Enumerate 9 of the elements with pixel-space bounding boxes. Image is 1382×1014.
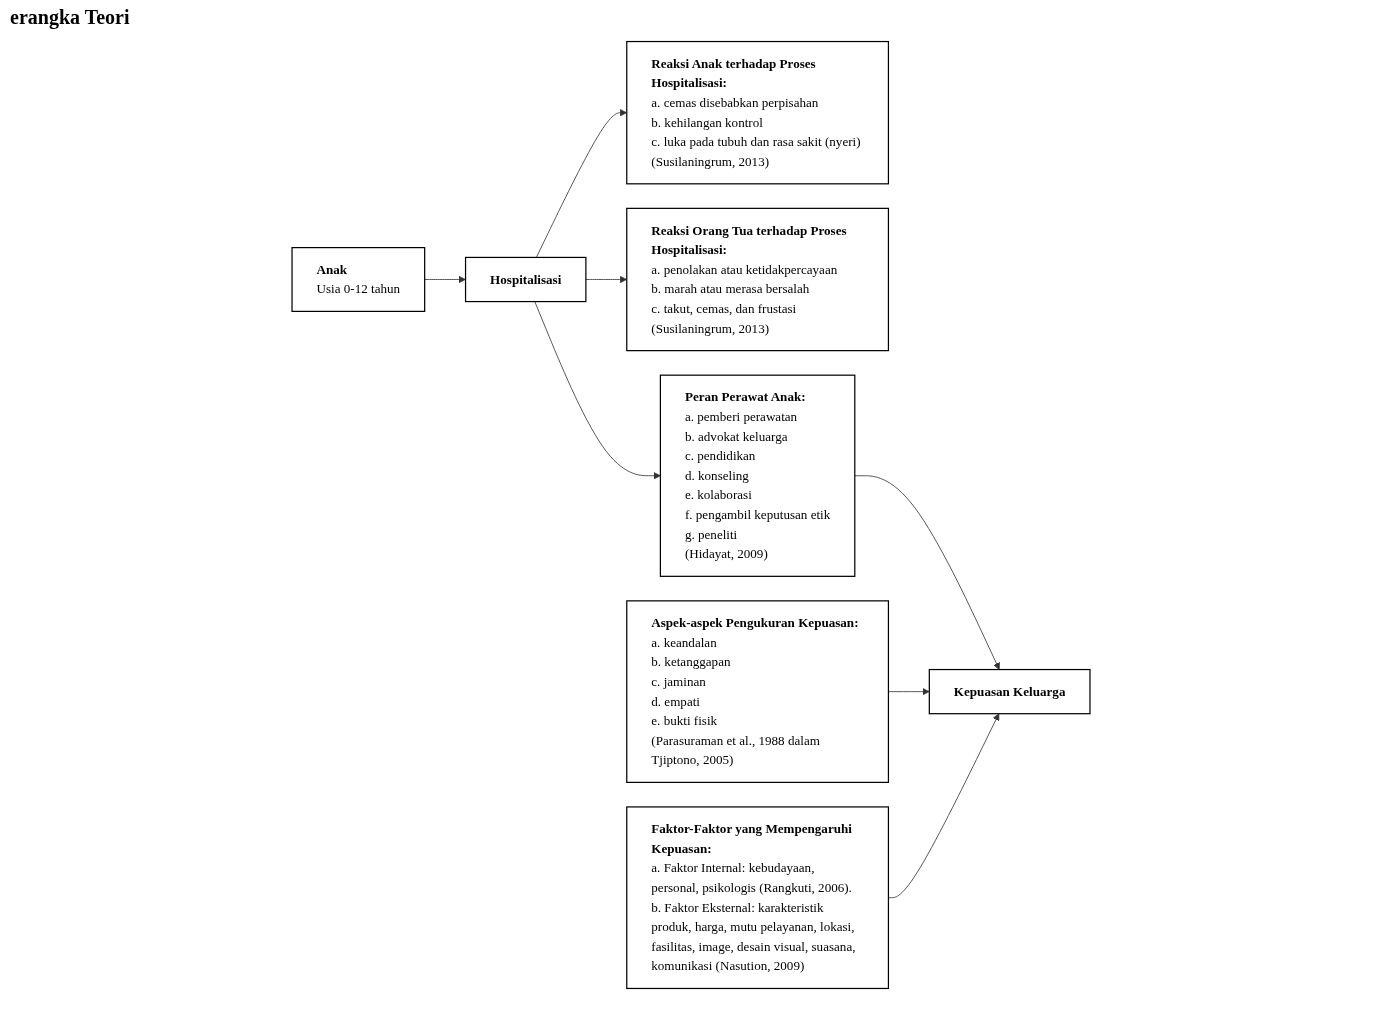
node-box: Peran Perawat Anak: a. pemberi perawatan b. advokat keluarga c. pendidikan d. konseling e. kolaborasi f. pengambil keputusan etik g. peneliti (Hidayat, 2009)	[659, 374, 856, 577]
node-box: Reaksi Anak terhadap Proses Hospitalisasi: a. cemas disebabkan perpisahan b. kehilangan kontrol c. luka pada tubuh dan rasa sakit (nyeri) (Susilaningrum, 2013)	[626, 40, 890, 185]
node-box: Faktor-Faktor yang Mempengaruhi Kepuasan: a. Faktor Internal: kebudayaan, personal, psikologis (Rangkuti, 2006). b. Faktor Eksternal: karakteristik produk, harga, mutu pelayanan, lokasi, fasilitas, image, desain visual, suasana, komunikasi (Nasution, 2009)	[626, 806, 890, 990]
node-box: Aspek-aspek Pengukuran Kepuasan: a. keandalan b. ketanggapan c. jaminan d. empati e. bukti fisik (Parasuraman et al., 1988 dalam Tjiptono, 2005)	[626, 600, 890, 783]
node-box: Anak Usia 0-12 tahun	[291, 247, 426, 312]
node-box: Reaksi Orang Tua terhadap Proses Hospitalisasi: a. penolakan atau ketidakpercayaan b. marah atau merasa bersalah c. takut, cemas, dan frustasi (Susilaningrum, 2013)	[626, 207, 890, 352]
node-box: Kepuasan Keluarga	[928, 668, 1091, 715]
diagram-title: erangka Teori	[10, 6, 131, 29]
node-box: Hospitalisasi	[464, 256, 587, 303]
